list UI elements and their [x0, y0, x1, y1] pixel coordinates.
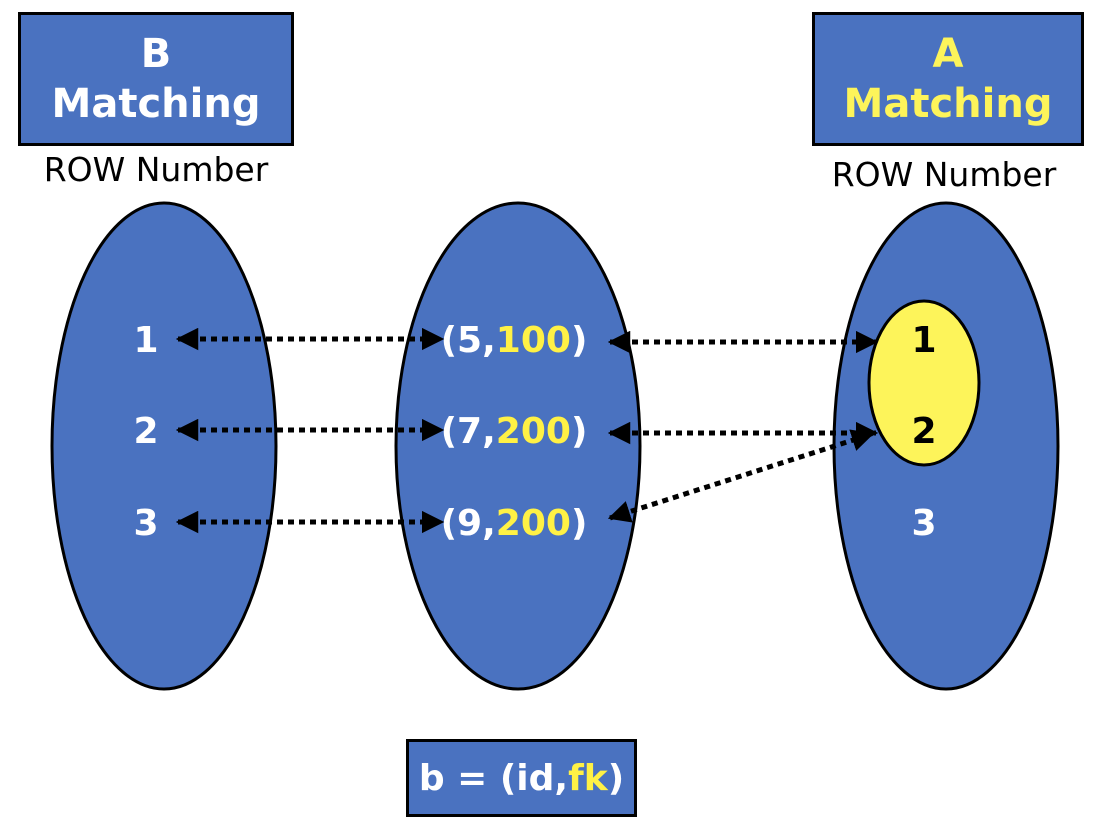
tuple-1-close: )	[571, 320, 587, 361]
a-matching-word: Matching	[843, 81, 1053, 127]
tuple-2-close: )	[571, 411, 587, 452]
b-matching-letter: B	[140, 31, 172, 77]
b-rows-ellipse	[50, 201, 278, 691]
tuple-3-fk: 200	[496, 503, 571, 544]
tuple-3: (9,200)	[441, 503, 588, 544]
b-matching-box: B Matching	[18, 12, 294, 146]
a-row-number-caption: ROW Number	[831, 155, 1057, 194]
legend-fk: fk	[568, 757, 608, 799]
b-row-3: 3	[133, 503, 158, 544]
tuple-legend-box: b = (id,fk)	[406, 739, 637, 817]
tuple-2-fk: 200	[496, 411, 571, 452]
a-matching-highlight	[867, 299, 981, 467]
tuple-3-open: (9,	[441, 503, 496, 544]
tuple-2: (7,200)	[441, 411, 588, 452]
a-row-1: 1	[911, 320, 936, 361]
a-matching-box: A Matching	[812, 12, 1084, 146]
tuple-1-fk: 100	[496, 320, 571, 361]
b-matching-word: Matching	[51, 81, 261, 127]
b-row-1: 1	[133, 320, 158, 361]
tuple-1: (5,100)	[441, 320, 588, 361]
a-row-2: 2	[911, 411, 936, 452]
a-matching-letter: A	[932, 31, 964, 77]
legend-suffix: )	[607, 757, 625, 799]
b-row-2: 2	[133, 411, 158, 452]
tuple-1-open: (5,	[441, 320, 496, 361]
tuple-2-open: (7,	[441, 411, 496, 452]
b-row-number-caption: ROW Number	[43, 150, 269, 189]
a-row-3: 3	[911, 503, 936, 544]
tuple-3-close: )	[571, 503, 587, 544]
legend-prefix: b = (id,	[418, 757, 569, 799]
arrow-tuple3-a2	[607, 429, 875, 523]
